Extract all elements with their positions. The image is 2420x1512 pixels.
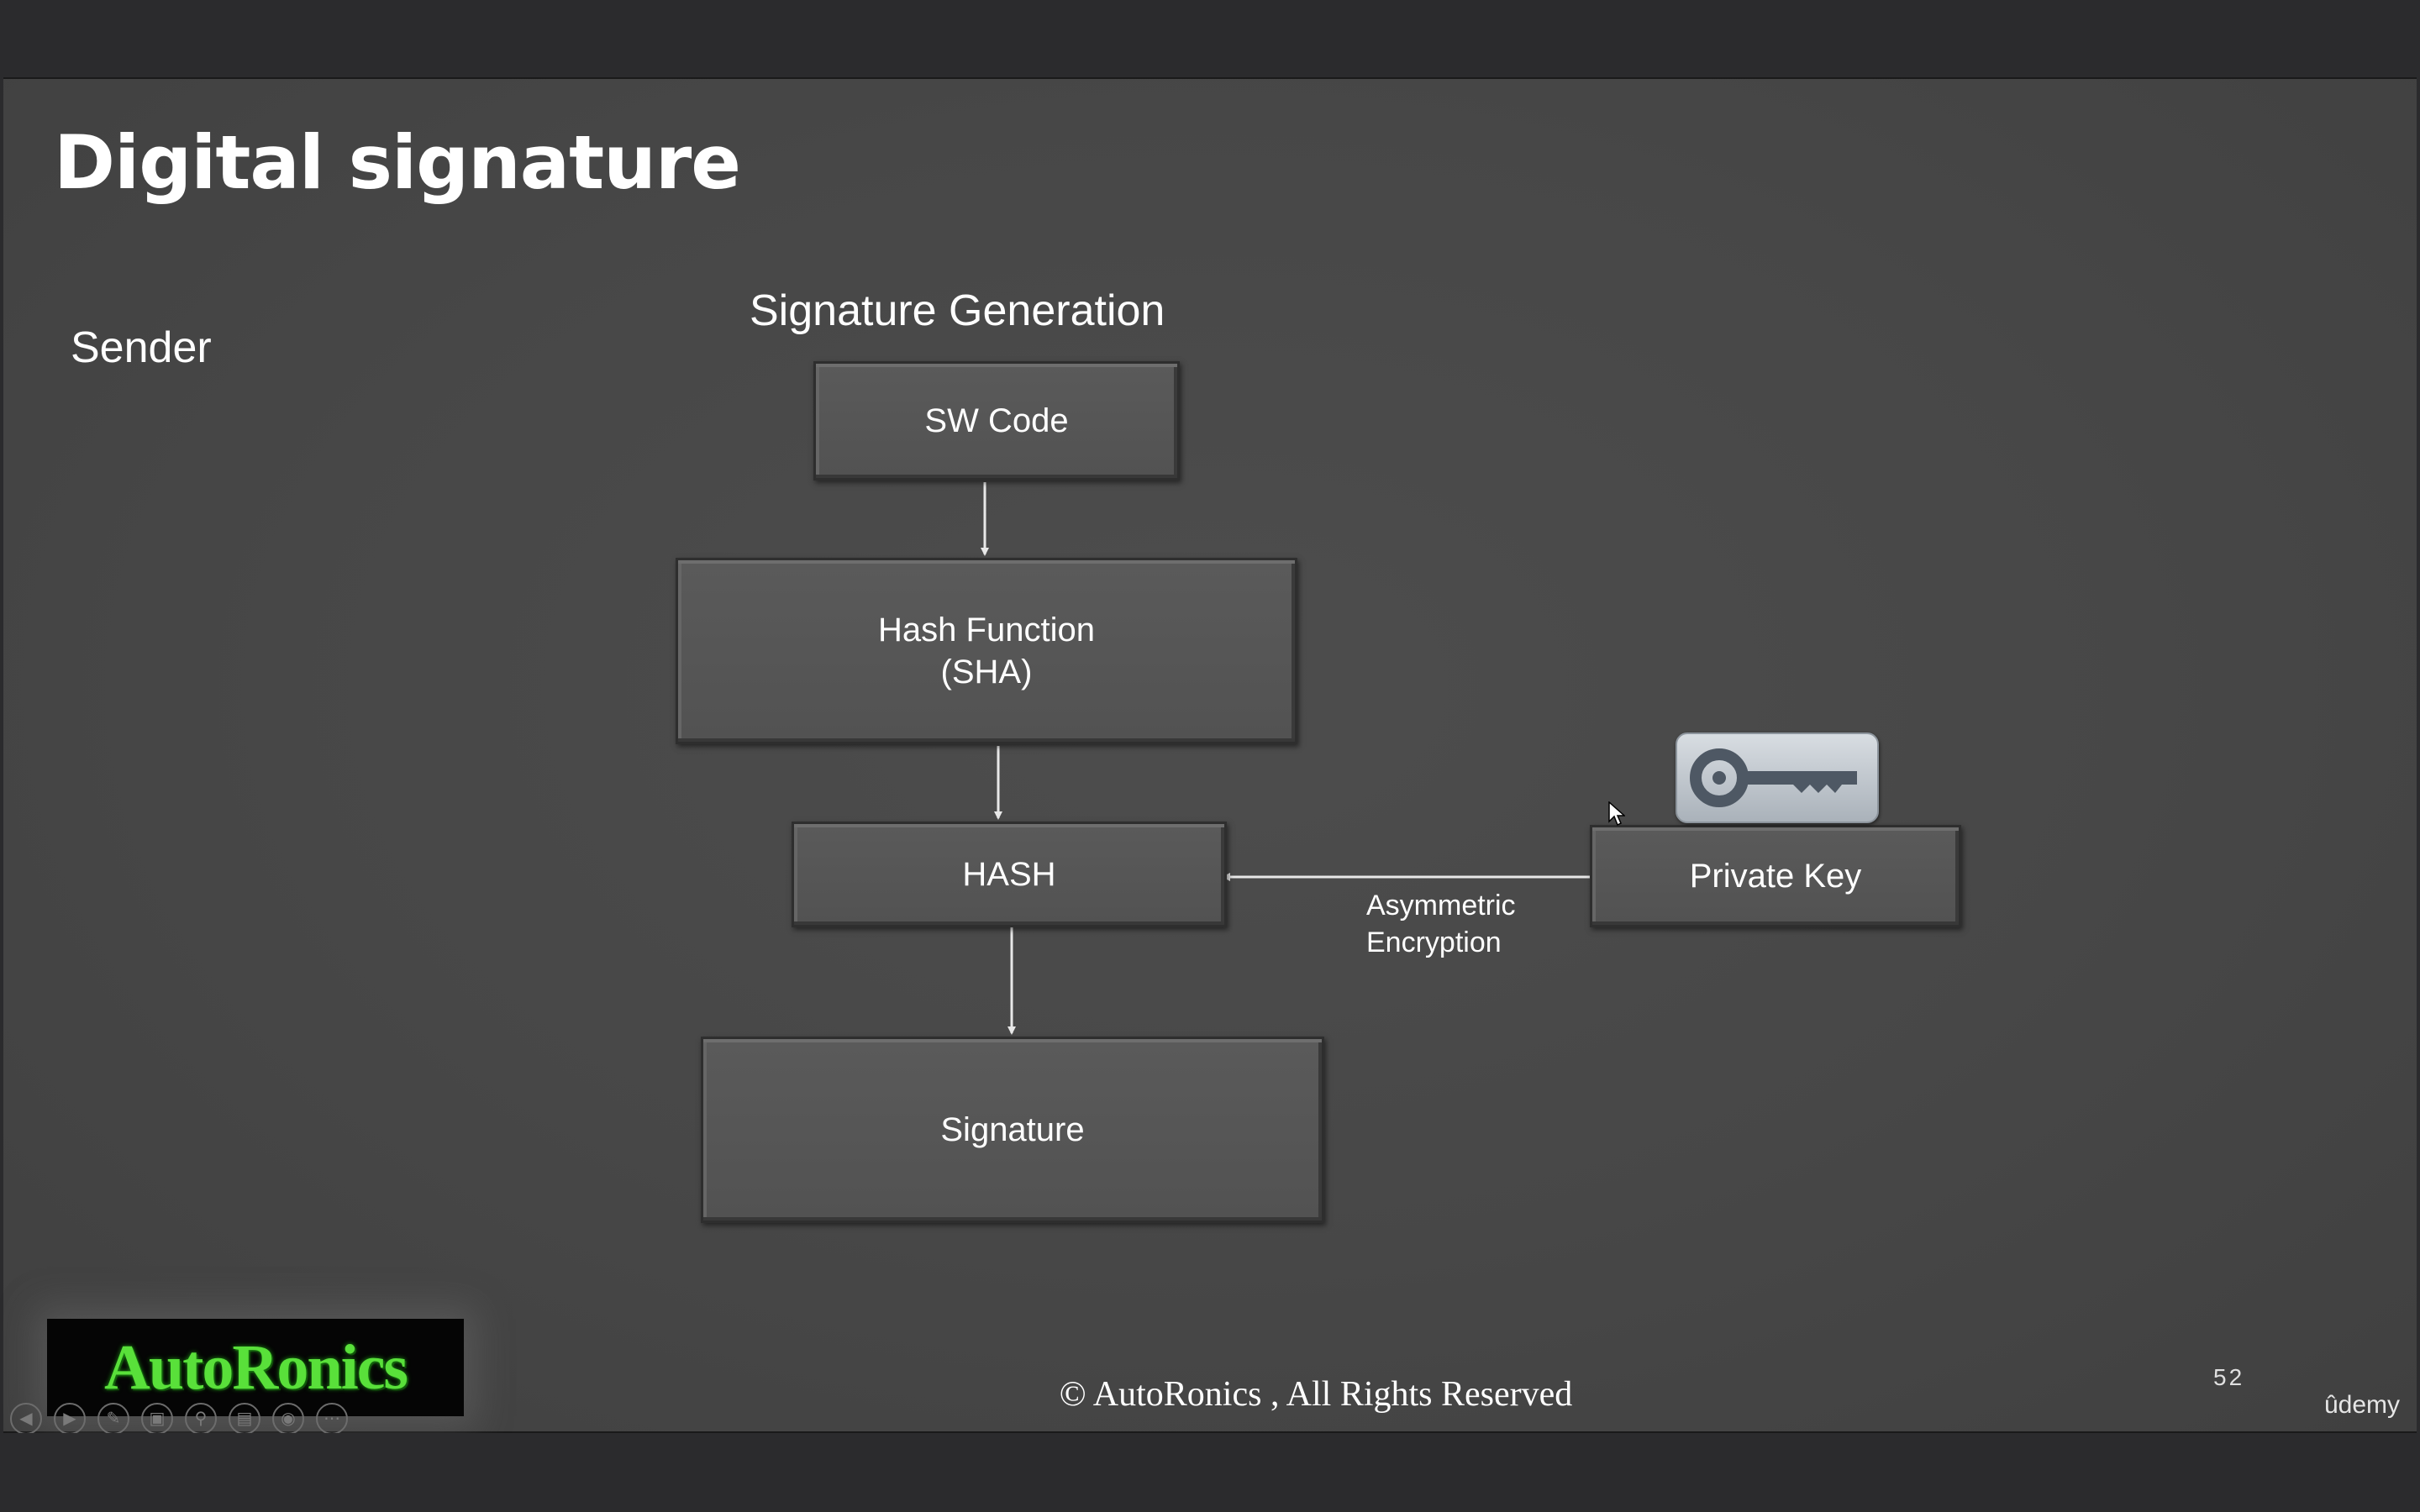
sender-label: Sender <box>71 323 212 372</box>
prev-icon[interactable]: ◀ <box>10 1403 42 1435</box>
camera-off-icon[interactable]: ◉ <box>272 1403 304 1435</box>
zoom-icon[interactable]: ⚲ <box>185 1403 217 1435</box>
copyright-text: © AutoRonics , All Rights Reserved <box>1059 1375 1573 1414</box>
node-private-key: Private Key <box>1590 825 1961 927</box>
autoronics-logo: AutoRonics <box>47 1319 464 1416</box>
key-icon <box>1676 732 1879 823</box>
next-icon[interactable]: ▶ <box>54 1403 86 1435</box>
node-sw-code: SW Code <box>813 361 1180 480</box>
node-signature: Signature <box>701 1037 1324 1223</box>
top-letterbox <box>0 0 2420 76</box>
pen-icon[interactable]: ✎ <box>97 1403 129 1435</box>
slideshow-controls: ◀ ▶ ✎ ▣ ⚲ ▤ ◉ ⋯ <box>10 1403 348 1435</box>
section-heading: Signature Generation <box>750 286 1165 335</box>
node-hash: HASH <box>792 822 1227 927</box>
udemy-watermark: ûdemy <box>2324 1391 2401 1419</box>
subtitles-icon[interactable]: ▤ <box>229 1403 260 1435</box>
more-icon[interactable]: ⋯ <box>316 1403 348 1435</box>
diagram-connectors <box>981 482 1590 1035</box>
slide-title: Digital signature <box>54 119 741 206</box>
mouse-cursor-icon <box>1608 801 1626 831</box>
page-number: 52 <box>2213 1364 2245 1390</box>
slide: Digital signature Sender Signature Gener… <box>3 77 2420 1435</box>
slides-icon[interactable]: ▣ <box>141 1403 173 1435</box>
copyright-footer: © AutoRonics , All Rights Reserved <box>3 1374 2420 1415</box>
edge-label-asymmetric-encryption: Asymmetric Encryption <box>1366 890 1516 958</box>
bottom-letterbox <box>0 1433 2420 1512</box>
node-hash-function: Hash Function (SHA) <box>676 558 1297 744</box>
